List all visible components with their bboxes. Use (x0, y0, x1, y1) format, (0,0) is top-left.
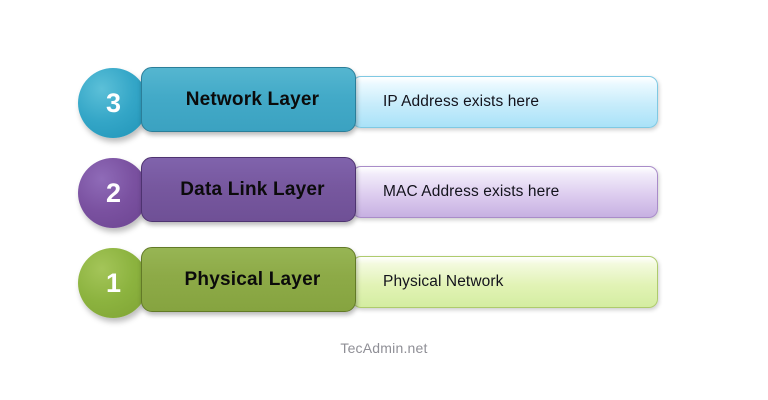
layer-number-badge-network: 3 (78, 68, 148, 138)
watermark-footer: TecAdmin.net (340, 340, 428, 356)
layer-number-text: 1 (105, 267, 122, 298)
layer-description-panel-data-link: MAC Address exists here (352, 166, 658, 218)
layer-description-text: MAC Address exists here (383, 183, 560, 200)
layer-name-text: Physical Layer (184, 268, 321, 290)
layer-row-data-link: MAC Address exists here Data Link Layer … (0, 150, 768, 230)
layer-name-text: Data Link Layer (180, 178, 325, 200)
layer-row-physical: Physical Network Physical Layer 1 (0, 240, 768, 320)
layer-name-box-network: Network Layer (141, 67, 356, 132)
layer-name-box-data-link: Data Link Layer (141, 157, 356, 222)
layer-number-text: 3 (105, 87, 122, 118)
layer-number-badge-physical: 1 (78, 248, 148, 318)
layer-number-text: 2 (105, 177, 122, 208)
layer-name-box-physical: Physical Layer (141, 247, 356, 312)
layer-description-panel-physical: Physical Network (352, 256, 658, 308)
layer-number-badge-data-link: 2 (78, 158, 148, 228)
layer-description-text: Physical Network (383, 273, 504, 290)
layer-row-network: IP Address exists here Network Layer 3 (0, 60, 768, 140)
layer-name-text: Network Layer (185, 88, 320, 110)
layer-description-text: IP Address exists here (383, 93, 540, 110)
layer-description-panel-network: IP Address exists here (352, 76, 658, 128)
